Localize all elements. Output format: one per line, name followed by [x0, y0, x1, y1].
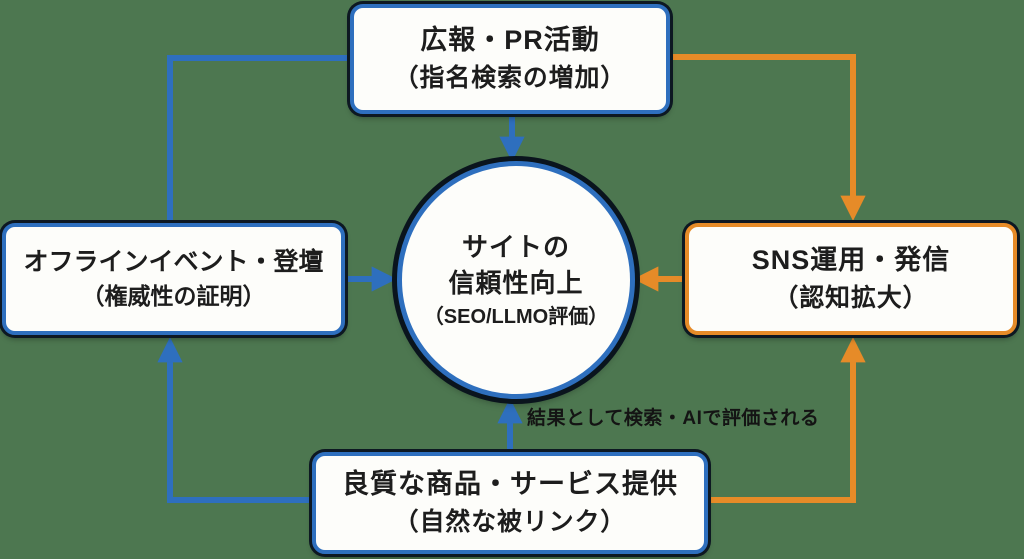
node-pr-activity-title: 広報・PR活動 [420, 25, 600, 56]
node-sns-operation: SNS運用・発信 （認知拡大） [685, 223, 1017, 335]
result-annotation: 結果として検索・AIで評価される [527, 408, 820, 429]
hub-title-line2: 信頼性向上 [448, 268, 584, 298]
node-sns-operation-subtitle: （認知拡大） [773, 284, 929, 312]
connector-top-to-left [167, 55, 350, 221]
node-quality-products: 良質な商品・サービス提供 （自然な被リンク） [312, 452, 708, 554]
node-pr-activity-subtitle: （指名検索の増加） [393, 64, 627, 92]
connector-top-to-right-arrow [666, 54, 866, 221]
connector-bottom-to-left-arrow [157, 337, 315, 503]
node-site-trust-hub: サイトの 信頼性向上 （SEO/LLMO評価） [397, 161, 635, 399]
node-offline-event-title: オフラインイベント・登壇 [23, 248, 324, 277]
node-offline-event: オフラインイベント・登壇 （権威性の証明） [2, 223, 345, 335]
node-quality-products-subtitle: （自然な被リンク） [393, 508, 627, 536]
hub-subtitle: （SEO/LLMO評価） [423, 306, 609, 329]
node-quality-products-title: 良質な商品・サービス提供 [342, 469, 678, 500]
hub-title-line1: サイトの [461, 231, 570, 262]
node-offline-event-subtitle: （権威性の証明） [81, 283, 266, 310]
node-pr-activity: 広報・PR活動 （指名検索の増加） [350, 4, 670, 114]
node-sns-operation-title: SNS運用・発信 [751, 245, 951, 276]
